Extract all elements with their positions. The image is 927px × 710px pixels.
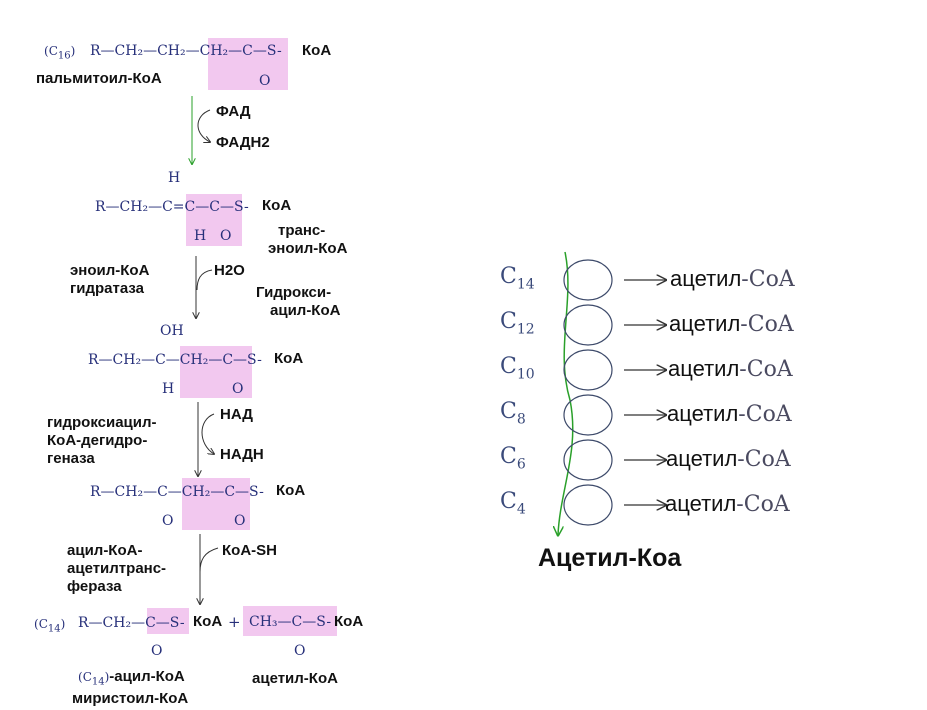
- spiral-loop: [563, 439, 613, 481]
- enoyl-o: O: [220, 228, 232, 244]
- palmitoyl-formula: R—CH₂—CH₂—CH₂—C—S-: [90, 43, 282, 59]
- highlight-palmitoyl: [208, 38, 288, 90]
- carbon-count-label: C10: [500, 354, 535, 383]
- oh-label: OH: [160, 323, 184, 339]
- acetyl-coa-product: ацетил-CoA: [669, 311, 794, 337]
- myristoyl-name: миристоил-КоА: [72, 690, 189, 707]
- palmitoyl-o: O: [259, 73, 271, 89]
- acetyl-o: O: [294, 643, 306, 659]
- highlight-enoyl: [186, 194, 242, 246]
- myristoyl-formula: R—CH₂—C—S-: [78, 615, 185, 631]
- acetyl-coa-product: ацетил-CoA: [670, 266, 795, 292]
- h2o-curve: [196, 269, 213, 291]
- hydroxy-h: H: [162, 381, 175, 397]
- acetyl-name: ацетил-КоА: [252, 670, 338, 687]
- hydroxy-o: O: [232, 381, 244, 397]
- spiral-loop: [563, 259, 613, 301]
- enoyl-koa: КоА: [262, 197, 292, 214]
- h2o-label: H2O: [214, 262, 245, 279]
- keto-formula: R—CH₂—C—CH₂—C—S-: [90, 484, 264, 500]
- hydroxyacyl-label: Гидрокси- ацил-КоА: [256, 284, 341, 319]
- fadh2-label: ФАДН2: [216, 134, 270, 151]
- hydroxy-koa: КоА: [274, 350, 304, 367]
- spiral-loop: [563, 304, 613, 346]
- acetyl-coa-product: ацетил-CoA: [666, 446, 791, 472]
- spiral-loop: [563, 484, 613, 526]
- highlight-keto: [182, 478, 250, 530]
- keto-o2: O: [234, 513, 246, 529]
- acetyl-coa-product: ацетил-CoA: [667, 401, 792, 427]
- carbon-count-label: C6: [500, 444, 526, 473]
- hydratase-label: эноил-КоА гидратаза: [70, 262, 150, 297]
- acetyl-koa-text: КоА: [334, 613, 364, 630]
- nad-curve: [201, 413, 214, 454]
- plus-sign: +: [228, 613, 241, 631]
- hydroxy-formula: R—CH₂—C—CH₂—C—S-: [88, 352, 262, 368]
- carbon-count-label: C14: [500, 264, 535, 293]
- highlight-acetyl: [243, 606, 337, 636]
- nadh-label: НАДН: [220, 446, 264, 463]
- trans-enoyl-label: транс- эноил-КоА: [268, 222, 348, 257]
- acetyl-formula: CH₃—C—S-: [249, 614, 332, 630]
- fad-curve: [197, 109, 210, 142]
- acetyl-coa-product: ацетил-CoA: [668, 356, 793, 382]
- myristoyl-koa: КоА: [193, 613, 223, 630]
- carbon-count-label: C12: [500, 309, 535, 338]
- koa-sh-curve: [199, 547, 219, 573]
- carbon-count-label: C8: [500, 399, 526, 428]
- c14-label: (C14): [34, 617, 66, 635]
- spiral-loop: [563, 349, 613, 391]
- spiral-loop: [563, 394, 613, 436]
- final-acetyl-koa: Ацетил-Коа: [538, 544, 682, 572]
- acetyl-coa-product: ацетил-CoA: [665, 491, 790, 517]
- keto-koa: КоА: [276, 482, 306, 499]
- koa-sh-label: КоА-SH: [222, 542, 277, 559]
- carbon-count-label: C4: [500, 489, 526, 518]
- dehydrogenase-label: гидроксиацил- КоА-дегидро- геназа: [47, 414, 157, 467]
- enoyl-h-top: H: [168, 170, 181, 186]
- palmitoyl-name: пальмитоил-КоА: [36, 70, 162, 87]
- highlight-myristoyl: [147, 608, 189, 634]
- c14-acyl-label: (C14)-ацил-КоА: [78, 668, 185, 688]
- enoyl-formula: R—CH₂—C=C—C—S-: [95, 199, 249, 215]
- transferase-label: ацил-КоА- ацетилтранс- фераза: [67, 542, 167, 595]
- spiral-green-line: [558, 251, 574, 535]
- nad-label: НАД: [220, 406, 253, 423]
- c16-label: (C16): [44, 44, 76, 62]
- highlight-hydroxy: [180, 346, 252, 398]
- enoyl-h-bottom: H: [194, 228, 207, 244]
- myristoyl-o: O: [151, 643, 163, 659]
- fad-label: ФАД: [216, 103, 251, 120]
- keto-o1: O: [162, 513, 174, 529]
- palmitoyl-koa: КоА: [302, 42, 332, 59]
